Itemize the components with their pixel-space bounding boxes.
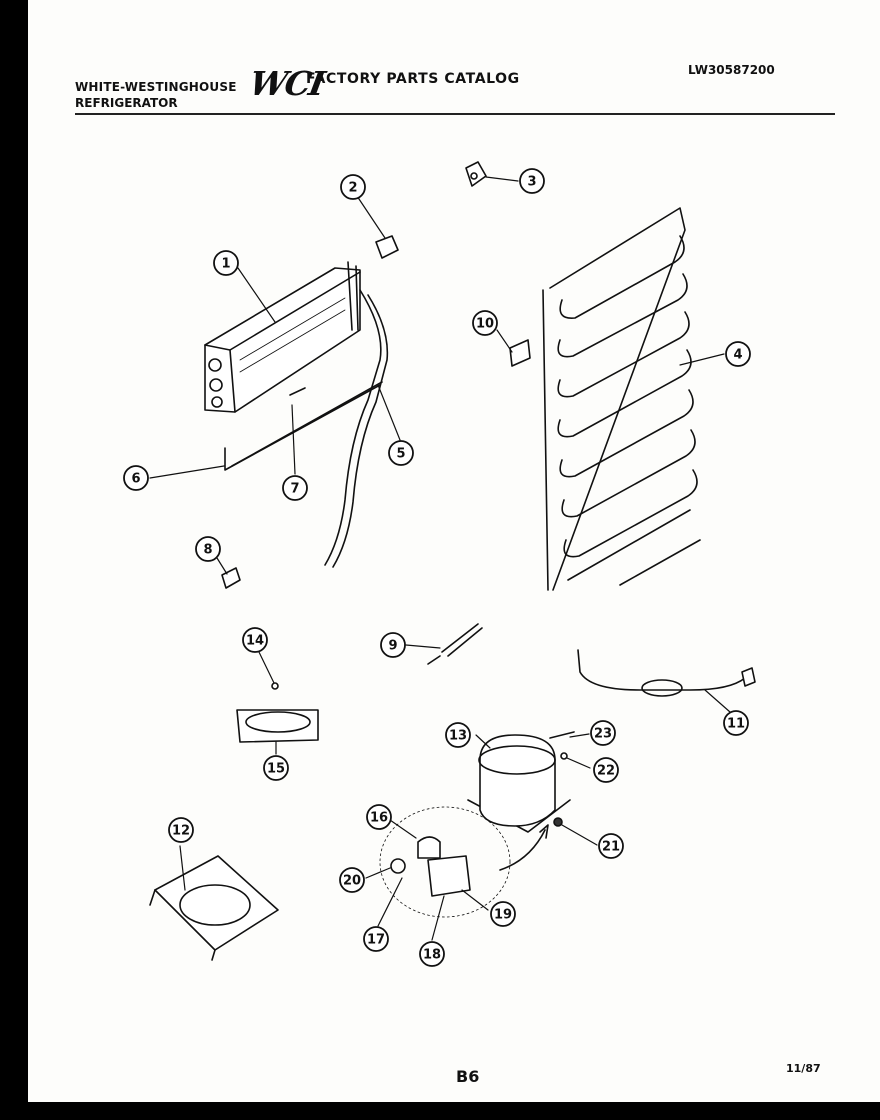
callout-14: 14 <box>242 627 268 653</box>
callout-number: 21 <box>602 840 620 855</box>
callout-circle <box>419 941 445 967</box>
callout-23: 23 <box>590 720 616 746</box>
callout-13: 13 <box>445 722 471 748</box>
callout-number: 10 <box>476 317 494 332</box>
callout-circle <box>490 901 516 927</box>
brand-name: WHITE-WESTINGHOUSE <box>75 80 237 94</box>
callout-20: 20 <box>339 867 365 893</box>
callout-4: 4 <box>725 341 751 367</box>
callout-15: 15 <box>263 755 289 781</box>
callout-circle <box>590 720 616 746</box>
callout-number: 6 <box>131 472 140 487</box>
product-type: REFRIGERATOR <box>75 96 178 110</box>
callout-circle <box>519 168 545 194</box>
callout-number: 11 <box>727 717 745 732</box>
model-number: LW30587200 <box>688 63 775 77</box>
header-rule <box>75 113 835 115</box>
callout-8: 8 <box>195 536 221 562</box>
callout-18: 18 <box>419 941 445 967</box>
callout-circle <box>195 536 221 562</box>
condenser-part <box>542 207 701 591</box>
callout-21: 21 <box>598 833 624 859</box>
callout-number: 3 <box>527 175 536 190</box>
callout-9: 9 <box>380 632 406 658</box>
callout-circle <box>723 710 749 736</box>
callout-circle <box>340 174 366 200</box>
callout-circle <box>445 722 471 748</box>
callout-number: 9 <box>388 639 397 654</box>
callout-circle <box>263 755 289 781</box>
callout-number: 18 <box>423 948 441 963</box>
parts-catalog-page: WHITE-WESTINGHOUSE REFRIGERATOR WCI FACT… <box>28 0 880 1102</box>
callout-circle <box>388 440 414 466</box>
callout-5: 5 <box>388 440 414 466</box>
callout-number: 17 <box>367 933 385 948</box>
callout-number: 23 <box>594 727 612 742</box>
callout-number: 14 <box>246 634 264 649</box>
callout-number: 22 <box>597 764 615 779</box>
callout-7: 7 <box>282 475 308 501</box>
callout-circle <box>213 250 239 276</box>
callout-number: 7 <box>290 482 299 497</box>
drain-trough-part <box>224 381 383 471</box>
callout-circle <box>593 757 619 783</box>
callout-10: 10 <box>472 310 498 336</box>
bracket-part <box>509 339 531 367</box>
compressor-part <box>467 734 571 833</box>
callout-circle <box>168 817 194 843</box>
clip-part <box>375 235 399 259</box>
drier-part <box>427 623 483 665</box>
callout-circle <box>363 926 389 952</box>
grommet-parts <box>549 731 575 827</box>
drain-pan-part <box>236 682 319 743</box>
catalog-title: FACTORY PARTS CATALOG <box>306 71 520 87</box>
callout-number: 4 <box>733 348 742 363</box>
callout-12: 12 <box>168 817 194 843</box>
callout-number: 5 <box>396 447 405 462</box>
fastener-part <box>465 161 487 187</box>
callout-circle <box>282 475 308 501</box>
callout-6: 6 <box>123 465 149 491</box>
callout-circle <box>339 867 365 893</box>
callout-1: 1 <box>213 250 239 276</box>
callout-number: 15 <box>267 762 285 777</box>
power-cord-part <box>577 649 756 697</box>
callout-number: 1 <box>221 257 230 272</box>
callout-number: 2 <box>348 181 357 196</box>
callout-circle <box>598 833 624 859</box>
callout-circle <box>472 310 498 336</box>
callout-circle <box>380 632 406 658</box>
callout-number: 20 <box>343 874 361 889</box>
suction-line-part <box>324 289 389 568</box>
revision-date: 11/87 <box>786 1062 821 1075</box>
callout-number: 12 <box>172 824 190 839</box>
callout-3: 3 <box>519 168 545 194</box>
callout-number: 13 <box>449 729 467 744</box>
callout-11: 11 <box>723 710 749 736</box>
callout-22: 22 <box>593 757 619 783</box>
leader-lines <box>149 176 731 941</box>
callout-circle <box>725 341 751 367</box>
page-number: B6 <box>456 1067 480 1086</box>
callout-17: 17 <box>363 926 389 952</box>
mounting-plate-part <box>149 855 279 961</box>
callout-16: 16 <box>366 804 392 830</box>
callout-circle <box>242 627 268 653</box>
callout-19: 19 <box>490 901 516 927</box>
callout-number: 8 <box>203 543 212 558</box>
callout-number: 16 <box>370 811 388 826</box>
callout-2: 2 <box>340 174 366 200</box>
relay-assembly-part <box>379 806 549 918</box>
callout-circle <box>366 804 392 830</box>
evaporator-part <box>204 261 361 413</box>
callout-number: 19 <box>494 908 512 923</box>
callout-circle <box>123 465 149 491</box>
